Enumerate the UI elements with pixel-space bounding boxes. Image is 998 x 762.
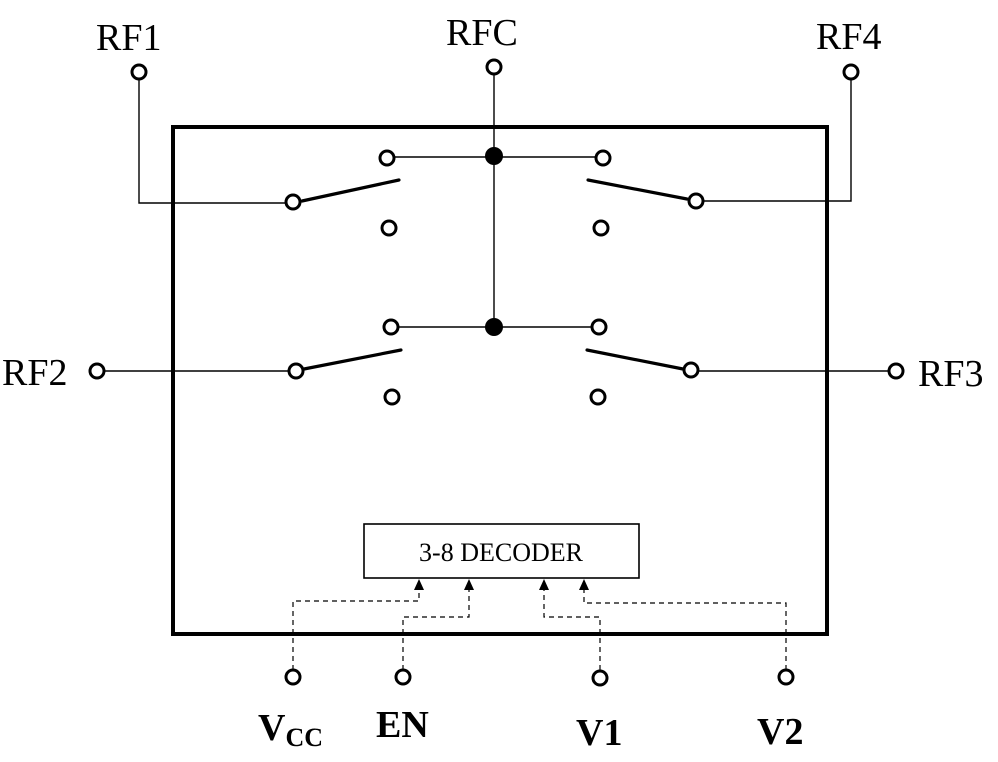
rf4-terminal (842, 63, 860, 81)
v2-pin (777, 668, 795, 686)
rf2-label: RF2 (2, 352, 67, 394)
v1-arrow (539, 579, 549, 590)
vcc-label-subscript: CC (285, 723, 323, 752)
vcc-label-main: V (258, 707, 286, 749)
v1-control-line (543, 588, 601, 670)
rfc-terminal (485, 58, 503, 76)
rf1-switch-arm (300, 178, 401, 203)
rf3-terminal (887, 362, 905, 380)
lower-left-throw-1 (382, 318, 400, 336)
decoder-box (363, 523, 640, 579)
rfc-line (387, 68, 603, 336)
en-pin (394, 668, 412, 686)
v2-arrow (579, 579, 589, 590)
control-lines (292, 579, 787, 670)
v1-pin (591, 669, 609, 687)
upper-left-throw-2 (380, 219, 398, 237)
decoder-label: 3-8 DECODER (419, 538, 584, 567)
upper-left-throw-1 (378, 149, 396, 167)
v2-label: V2 (757, 711, 803, 753)
rf4-path (586, 72, 852, 202)
rf1-label: RF1 (96, 17, 161, 59)
rfc-junction-bottom (485, 318, 503, 336)
rf1-path (138, 72, 401, 204)
upper-right-throw-1 (594, 149, 612, 167)
terminals (88, 58, 905, 687)
lower-right-throw-2 (589, 388, 607, 406)
vcc-pin (284, 668, 302, 686)
rf4-pole (687, 192, 705, 210)
rf2-switch-arm (302, 348, 403, 371)
vcc-control-line (292, 588, 420, 670)
rf3-pole (682, 361, 700, 379)
chip-outline (171, 125, 829, 636)
lower-right-throw-1 (590, 318, 608, 336)
en-control-line (402, 588, 470, 670)
rfc-label: RFC (446, 12, 518, 54)
rf3-path (585, 348, 896, 372)
vcc-label: VCC (258, 707, 323, 752)
v1-label: V1 (576, 712, 622, 754)
rf3-label: RF3 (918, 353, 983, 395)
en-arrow (464, 579, 474, 590)
v2-control-line (583, 588, 787, 670)
rfc-junction-top (485, 147, 503, 165)
rf4-switch-arm (586, 178, 689, 201)
lower-left-throw-2 (383, 388, 401, 406)
rf2-terminal (88, 362, 106, 380)
rf4-label: RF4 (816, 16, 881, 58)
en-label: EN (376, 704, 429, 746)
vcc-arrow (414, 579, 424, 590)
upper-right-throw-2 (592, 219, 610, 237)
rf1-terminal (130, 63, 148, 81)
rf1-pole (284, 193, 302, 211)
rf3-switch-arm (585, 348, 685, 371)
rf2-pole (287, 362, 305, 380)
rf2-path (97, 348, 403, 372)
